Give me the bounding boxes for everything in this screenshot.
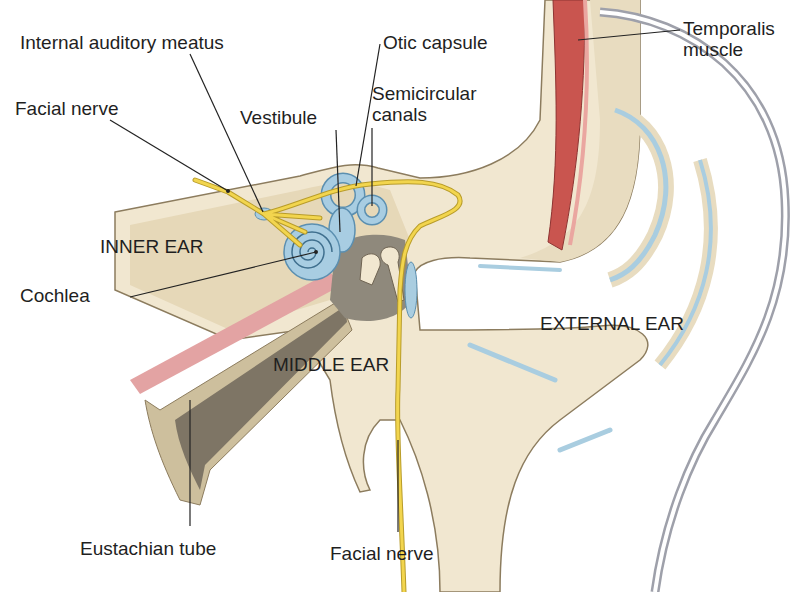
part-label: Eustachian tube [80,538,216,559]
nerve-core [195,180,460,592]
cochlea [284,224,340,280]
leader-dot [314,250,318,254]
helix-cartilage-core [610,110,666,280]
leader-line [336,130,340,232]
canal-cartilage [480,266,560,270]
temporalis-muscle [548,0,585,250]
part-label: Facial nerve [15,98,119,119]
part-label: Otic capsule [383,32,488,53]
leader-line [578,30,680,40]
eustachian-tube-wall [145,300,352,505]
muscle-edge [570,0,587,245]
temporal-bone [115,0,648,592]
incus-stapes [360,254,380,285]
semicircular-canal [326,178,360,212]
nerve-outline [195,180,460,592]
eustachian-tube-lumen [175,306,347,490]
leader-lines [110,30,680,532]
leader-line [189,400,190,526]
facial-nerve [195,180,460,592]
leader-line [397,440,398,532]
part-label: INNER EAR [100,236,203,257]
part-label: MIDDLE EAR [273,354,389,375]
antihelix-cartilage-core [660,160,711,365]
pinna-inner-line [600,12,785,592]
leader-line [371,128,372,206]
eardrum [405,262,417,318]
leader-line [190,54,263,212]
leader-dot [226,189,230,193]
part-label: Facial nerve [330,543,434,564]
part-label: Vestibule [240,107,317,128]
part-label: Cochlea [20,285,90,306]
leader-line [130,252,316,297]
lobule-cartilage [560,430,610,450]
part-label: EXTERNAL EAR [540,313,684,334]
canal-cartilage [470,345,555,380]
pinna-outline [600,12,785,592]
part-label: Internal auditory meatus [20,32,224,53]
leader-line [110,120,228,191]
helix-cartilage [610,110,666,280]
semicircular-canal [326,178,360,212]
part-label: Semicircular canals [372,83,490,125]
cochlea-spiral [292,232,332,268]
antihelix-cartilage [660,160,711,365]
part-label: Temporalis muscle [683,18,788,60]
